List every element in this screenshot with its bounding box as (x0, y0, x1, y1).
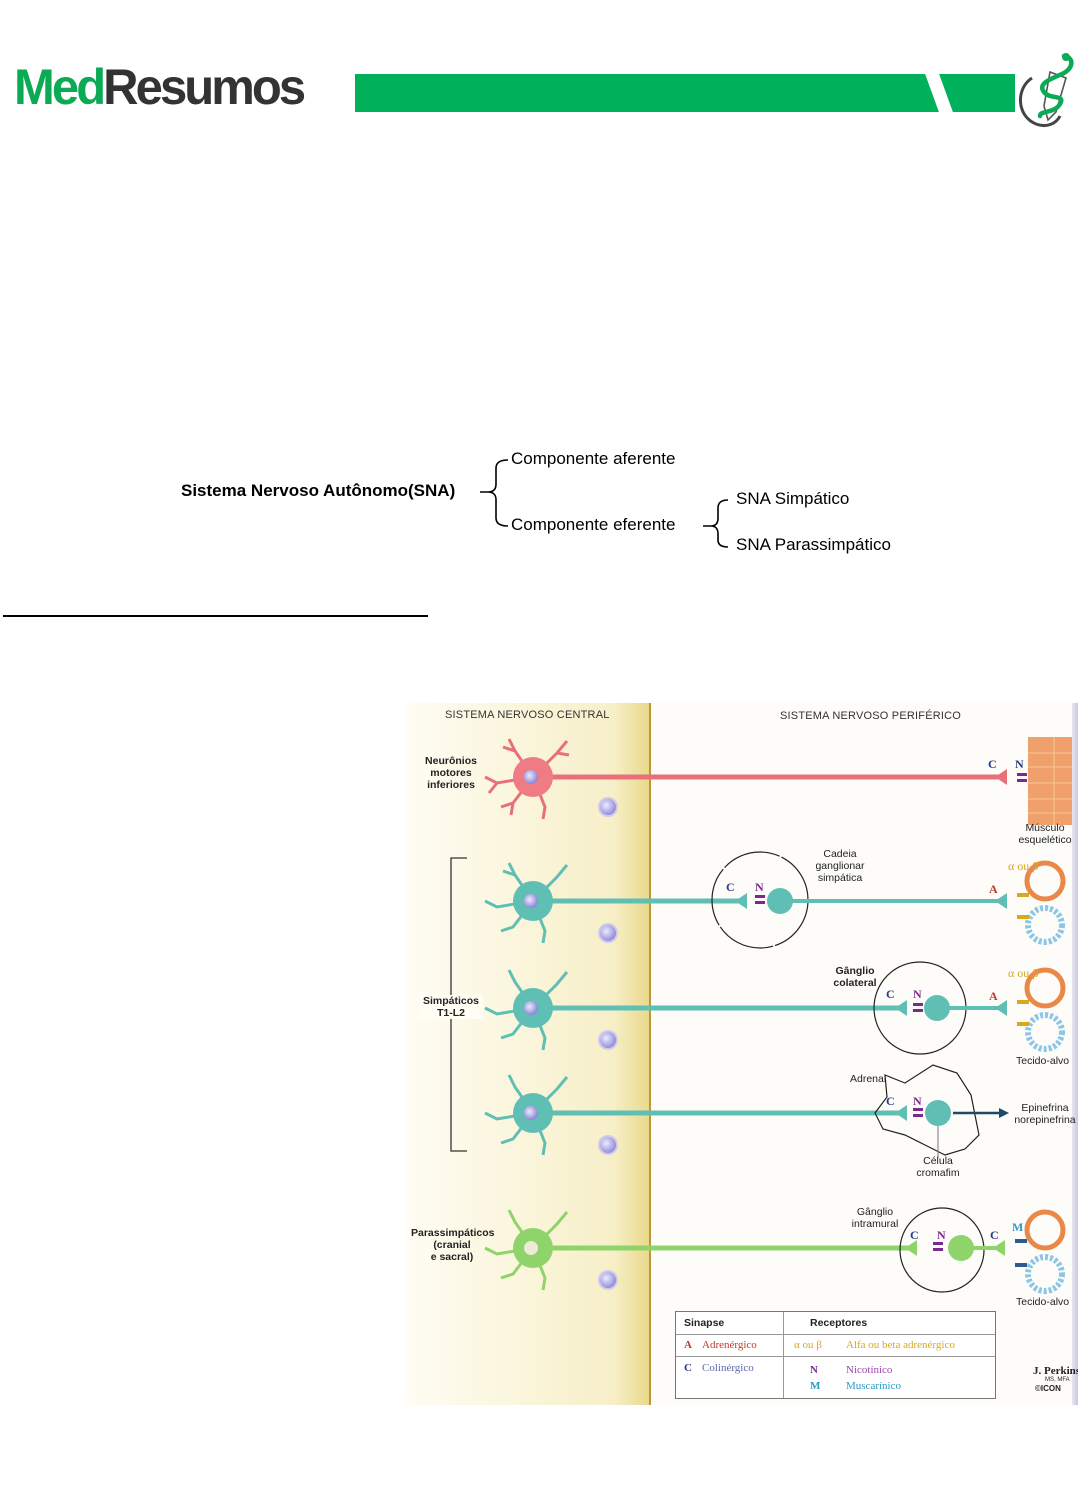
legend-code-a: A (684, 1339, 692, 1351)
caduceus-pen-icon (1019, 53, 1074, 128)
legend-code-c: C (684, 1362, 692, 1374)
motor-synapse-tag: C (988, 757, 997, 771)
legend-name-adrenergic: Adrenérgico (702, 1339, 757, 1351)
sympathetic-adrenal-neuron (484, 1074, 907, 1156)
collateral-pre-synapse-tag: C (886, 987, 895, 1001)
section-divider (3, 615, 428, 617)
chain-pre-synapse-tag: C (726, 880, 735, 894)
collateral-post-receptor-tag: α ou β (1008, 966, 1039, 980)
legend-code-alpha-beta: α ou β (794, 1339, 822, 1351)
legend-code-m: M (810, 1380, 821, 1392)
hierarchy-sympathetic: SNA Simpático (736, 489, 850, 508)
chain-pre-receptor-tag: N (755, 880, 764, 894)
parasymp-pre-synapse-tag: C (910, 1228, 919, 1242)
ans-pathways-figure: SISTEMA NERVOSO CENTRAL SISTEMA NERVOSO … (405, 703, 1078, 1405)
parasymp-post-synapse-tag: C (990, 1228, 999, 1242)
legend-name-muscarinic: Muscarínico (846, 1380, 901, 1392)
legend-header-synapse: Sinapse (684, 1317, 725, 1329)
header-central: SISTEMA NERVOSO CENTRAL (445, 709, 610, 721)
motor-neuron (484, 738, 1007, 820)
legend-name-alpha-beta: Alfa ou beta adrenérgico (846, 1339, 955, 1351)
credit-mark: ©ICON (1035, 1384, 1061, 1393)
skeletal-muscle (1028, 737, 1078, 825)
credit-degree: MS, MFA (1045, 1377, 1070, 1383)
adrenal-label: Adrenal (850, 1073, 887, 1085)
adrenal-receptor-tag: N (913, 1094, 922, 1108)
chain-post-receptor-tag: α ou β (1008, 859, 1039, 873)
adrenal-synapse-tag: C (886, 1094, 895, 1108)
adrenal-outline (874, 1064, 980, 1156)
header-green-band (355, 74, 1015, 112)
parasymp-pre-receptor-tag: N (937, 1228, 946, 1242)
parasymp-post-receptor-tag: M (1012, 1220, 1024, 1234)
motor-receptor-tag: N (1015, 757, 1024, 771)
page-edge-shadow (1072, 703, 1078, 1405)
legend-table: Sinapse Receptores A Adrenérgico α ou β … (675, 1311, 996, 1399)
hierarchy-parasympathetic: SNA Parassimpático (736, 535, 891, 554)
collateral-pre-receptor-tag: N (913, 987, 922, 1001)
legend-code-n: N (810, 1364, 818, 1376)
hierarchy-root: Sistema Nervoso Autônomo(SNA) (181, 481, 456, 500)
chain-post-synapse-tag: A (989, 882, 998, 896)
legend-header-receptors: Receptores (810, 1317, 868, 1329)
collateral-post-synapse-tag: A (989, 989, 998, 1003)
legend-name-cholinergic: Colinérgico (702, 1362, 754, 1374)
hierarchy-efferent: Componente eferente (511, 515, 676, 534)
logo-resumos: Resumos (103, 59, 306, 115)
legend-name-nicotinic: Nicotínico (846, 1364, 893, 1376)
credit-name: J. Perkins (1033, 1365, 1078, 1377)
motor-terminal (995, 769, 1007, 785)
sympathetic-collateral-neuron (484, 969, 907, 1051)
hierarchy-afferent: Componente aferente (511, 449, 676, 468)
interneuron-1 (598, 797, 618, 817)
sna-hierarchy: Sistema Nervoso Autônomo(SNA) Componente… (0, 0, 1083, 600)
pathways-drawing (405, 703, 1078, 1405)
parasympathetic-neuron (484, 1209, 917, 1291)
sympathetic-chain-neuron (484, 862, 747, 944)
page-header: MedResumos (0, 50, 1083, 130)
header-peripheral: SISTEMA NERVOSO PERIFÉRICO (780, 710, 962, 722)
logo-med: Med (14, 59, 106, 115)
medresumos-logo: MedResumos (14, 59, 306, 115)
collateral-target-label: Tecido-alvo (1016, 1055, 1070, 1067)
parasymp-target-label: Tecido-alvo (1016, 1296, 1070, 1308)
